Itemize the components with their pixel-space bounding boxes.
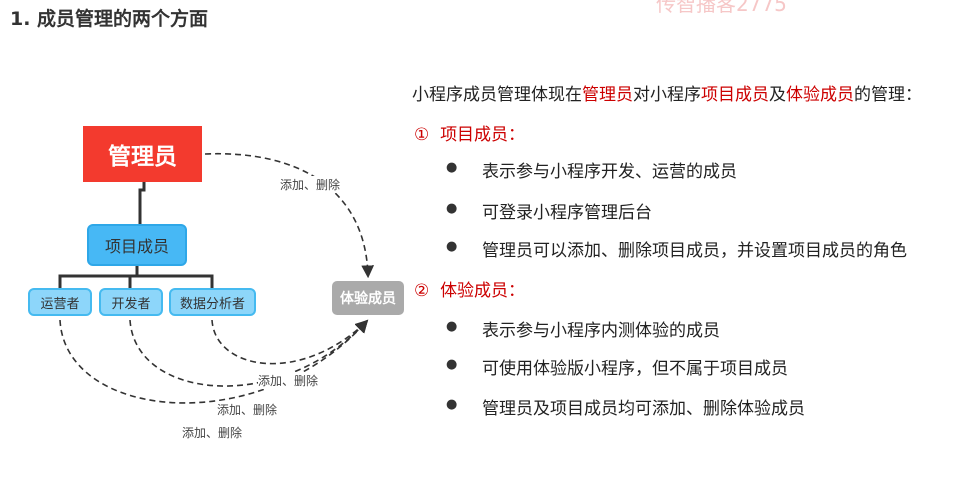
role-node-ops: 运营者 xyxy=(28,288,92,316)
edge-admin-exp xyxy=(204,152,375,279)
role-node-dev: 开发者 xyxy=(99,288,163,316)
admin-node: 管理员 xyxy=(83,126,202,182)
list-item-text: 管理员可以添加、删除项目成员，并设置项目成员的角色 xyxy=(482,241,907,261)
edge-label: 添加、删除 xyxy=(258,372,319,389)
edge-dev-exp xyxy=(129,319,369,387)
list-item-text: 表示参与小程序开发、运营的成员 xyxy=(482,162,737,182)
edge-label: 添加、删除 xyxy=(182,424,243,441)
list-item: 可登录小程序管理后台 xyxy=(446,198,652,223)
section-title: 项目成员： xyxy=(440,125,526,145)
page-title: 1. 成员管理的两个方面 xyxy=(10,8,209,30)
intro-line: 小程序成员管理体现在管理员对小程序项目成员及体验成员的管理： xyxy=(412,80,922,105)
intro-text: 小程序成员管理体现在 xyxy=(412,85,582,105)
section-title: 体验成员： xyxy=(440,281,526,301)
role-node-analyst: 数据分析者 xyxy=(169,288,256,316)
project-member-node: 项目成员 xyxy=(87,224,187,266)
edge-label: 添加、删除 xyxy=(217,401,278,418)
list-item: 管理员及项目成员均可添加、删除体验成员 xyxy=(446,394,805,419)
edge-label: 添加、删除 xyxy=(280,176,341,193)
section-heading: ② 体验成员： xyxy=(414,276,525,301)
list-item: 表示参与小程序内测体验的成员 xyxy=(446,316,720,341)
watermark: 传智播客2775 xyxy=(656,0,787,16)
intro-highlight: 体验成员 xyxy=(786,85,854,105)
tree-line-admin xyxy=(138,182,146,224)
tree-line-roles xyxy=(58,274,214,288)
section-heading: ① 项目成员： xyxy=(414,120,525,145)
list-item: 可使用体验版小程序，但不属于项目成员 xyxy=(446,354,788,379)
experience-member-node: 体验成员 xyxy=(332,281,404,315)
intro-highlight: 项目成员 xyxy=(701,85,769,105)
list-item: 管理员可以添加、删除项目成员，并设置项目成员的角色 xyxy=(446,236,907,261)
intro-highlight: 管理员 xyxy=(582,85,633,105)
list-item-text: 可使用体验版小程序，但不属于项目成员 xyxy=(482,359,788,379)
intro-text: 及 xyxy=(769,85,786,105)
list-item-text: 管理员及项目成员均可添加、删除体验成员 xyxy=(482,399,805,419)
list-item-text: 可登录小程序管理后台 xyxy=(482,203,652,223)
section-number: ① xyxy=(414,125,430,145)
intro-text: 的管理： xyxy=(854,85,922,105)
list-item-text: 表示参与小程序内测体验的成员 xyxy=(482,321,720,341)
list-item: 表示参与小程序开发、运营的成员 xyxy=(446,157,737,182)
edge-analyst-exp xyxy=(211,319,369,365)
section-number: ② xyxy=(414,281,430,301)
intro-text: 对小程序 xyxy=(633,85,701,105)
edge-ops-exp xyxy=(59,319,369,404)
